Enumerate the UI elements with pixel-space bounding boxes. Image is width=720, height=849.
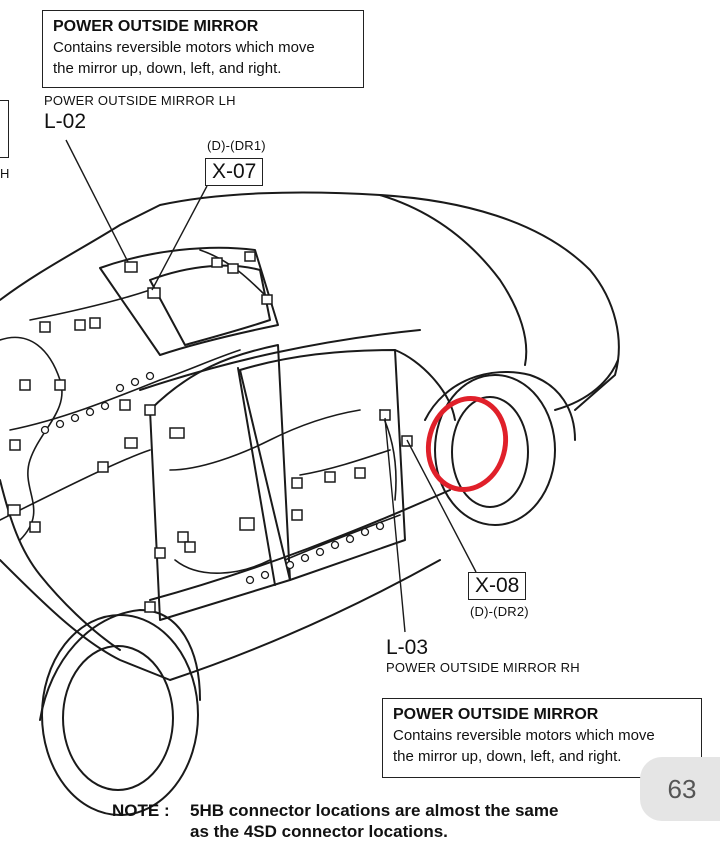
leader-l02: [65, 139, 129, 263]
connector: [154, 547, 166, 559]
top-callout-desc-2: the mirror up, down, left, and right.: [53, 60, 282, 77]
highlight-circle: [425, 395, 509, 493]
connector: [54, 379, 66, 391]
x07-code: X-07: [205, 158, 264, 186]
connector: [261, 294, 273, 305]
rear-bumper: [554, 359, 619, 411]
belt-line: [139, 329, 421, 391]
connector: [97, 461, 109, 473]
connector: [124, 261, 138, 273]
car-body-outline: [0, 191, 620, 411]
left-cut-box: [0, 100, 9, 158]
connector: [74, 319, 86, 331]
bottom-callout-desc-2: the mirror up, down, left, and right.: [393, 748, 622, 765]
connector: [144, 404, 156, 416]
leader-l03: [384, 417, 406, 633]
x08-sub-label: (D)-(DR2): [470, 604, 529, 619]
harness-front-door: [169, 409, 361, 471]
connector: [184, 541, 196, 553]
windshield: [99, 246, 279, 356]
note-line-1: 5HB connector locations are almost the s…: [190, 801, 559, 820]
connector: [124, 437, 138, 449]
car-roof-rear: [379, 194, 528, 366]
leader-x07: [151, 185, 208, 291]
top-callout-box: POWER OUTSIDE MIRROR Contains reversible…: [42, 10, 364, 88]
x07-sub-label: (D)-(DR1): [207, 138, 266, 153]
rh-mirror-code: L-03: [386, 636, 429, 659]
connector: [177, 531, 189, 543]
lh-mirror-code: L-02: [44, 110, 87, 133]
leader-x08: [406, 439, 477, 573]
harness-roof: [199, 249, 271, 301]
connector: [227, 263, 239, 274]
connector: [89, 317, 101, 329]
connector: [291, 509, 303, 521]
connector: [169, 427, 185, 439]
rear-wheel-inner: [451, 396, 529, 508]
connector: [19, 379, 31, 391]
connector: [144, 601, 156, 613]
harness-rear-door: [299, 449, 391, 476]
harness-cowl: [29, 289, 151, 321]
front-wheel-inner: [62, 645, 174, 791]
connector: [119, 399, 131, 411]
rear-wheel: [434, 374, 556, 526]
harness-front-door-low: [174, 559, 271, 574]
front-wheel: [41, 614, 199, 816]
bottom-callout-desc-1: Contains reversible motors which move: [393, 727, 655, 744]
lower-body: [0, 559, 441, 681]
rear-window: [394, 349, 456, 421]
page-number-badge: 63: [640, 757, 720, 821]
rocker-line: [149, 489, 451, 601]
note-line-2: as the 4SD connector locations.: [190, 822, 448, 841]
lh-mirror-label: POWER OUTSIDE MIRROR LH: [44, 93, 236, 108]
connector: [7, 504, 21, 516]
rear-wheel-arch: [424, 371, 576, 441]
connector: [147, 287, 161, 299]
connector: [244, 251, 256, 262]
rh-mirror-label: POWER OUTSIDE MIRROR RH: [386, 660, 580, 675]
harness-dash: [9, 349, 241, 431]
connector: [239, 517, 255, 531]
connector: [211, 257, 223, 268]
sunroof: [149, 264, 271, 346]
connector: [29, 521, 41, 533]
door-seam: [237, 367, 276, 586]
connector: [9, 439, 21, 451]
connector: [291, 477, 303, 489]
x08-code: X-08: [468, 572, 527, 600]
connector: [39, 321, 51, 333]
bottom-callout-title: POWER OUTSIDE MIRROR: [393, 706, 599, 723]
left-fragment-text: H: [0, 166, 10, 181]
connector: [354, 467, 366, 479]
harness-rocker: [284, 514, 401, 561]
harness-front: [0, 336, 63, 541]
harness-floor: [0, 449, 151, 521]
page-number: 63: [667, 773, 697, 804]
front-wheel-arch: [39, 609, 201, 721]
connector: [324, 471, 336, 483]
top-callout-title: POWER OUTSIDE MIRROR: [53, 18, 259, 35]
top-callout-desc-1: Contains reversible motors which move: [53, 39, 315, 56]
note-label: NOTE :: [112, 801, 170, 820]
front-door: [149, 344, 291, 621]
